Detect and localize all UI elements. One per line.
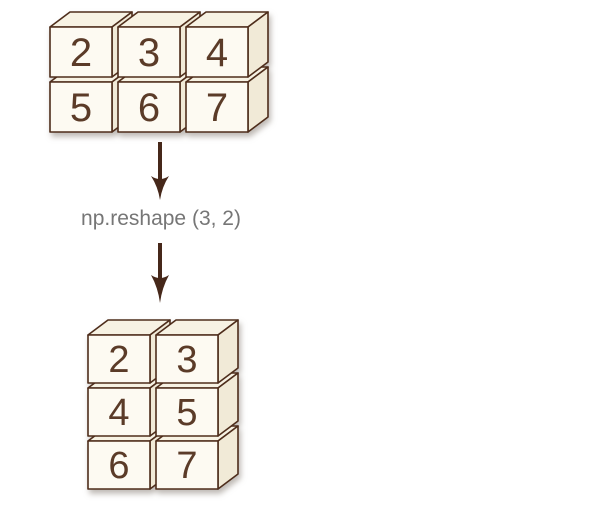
down-arrow-icon	[151, 142, 169, 200]
down-arrow-icon	[151, 243, 169, 303]
cube-front-face	[117, 26, 181, 78]
cube-number: 7	[176, 445, 197, 487]
arrow-head	[151, 176, 169, 200]
cube-number: 3	[176, 339, 197, 381]
cube-front-face	[155, 440, 219, 490]
cube-number: 5	[70, 86, 92, 130]
cube: 5	[49, 66, 133, 133]
cube-front-face	[185, 26, 249, 78]
target-array-grid: 6 7 4 5 2 3	[87, 319, 239, 490]
cube-front-face	[155, 387, 219, 437]
cube-number: 3	[138, 31, 160, 75]
cube-front-face	[49, 26, 113, 78]
cube-number: 7	[206, 86, 228, 130]
cube-front-face	[87, 334, 151, 384]
cube-front-face	[49, 81, 113, 133]
cube: 7	[155, 425, 239, 490]
cube-front-face	[87, 440, 151, 490]
cube-front-face	[185, 81, 249, 133]
cube-front-face	[155, 334, 219, 384]
cube-number: 2	[108, 339, 129, 381]
cube-number: 6	[138, 86, 160, 130]
cube-front-face	[117, 81, 181, 133]
cube: 4	[185, 11, 269, 78]
cube-number: 4	[108, 392, 129, 434]
cube-front-face	[87, 387, 151, 437]
source-array-grid: 5 6 7 2 3 4	[49, 11, 269, 133]
cube-number: 6	[108, 445, 129, 487]
cube-number: 5	[176, 392, 197, 434]
arrow-head	[151, 275, 169, 303]
cube: 3	[155, 319, 239, 384]
cube-number: 4	[206, 31, 228, 75]
cube-number: 2	[70, 31, 92, 75]
operation-label: np.reshape (3, 2)	[81, 207, 241, 230]
